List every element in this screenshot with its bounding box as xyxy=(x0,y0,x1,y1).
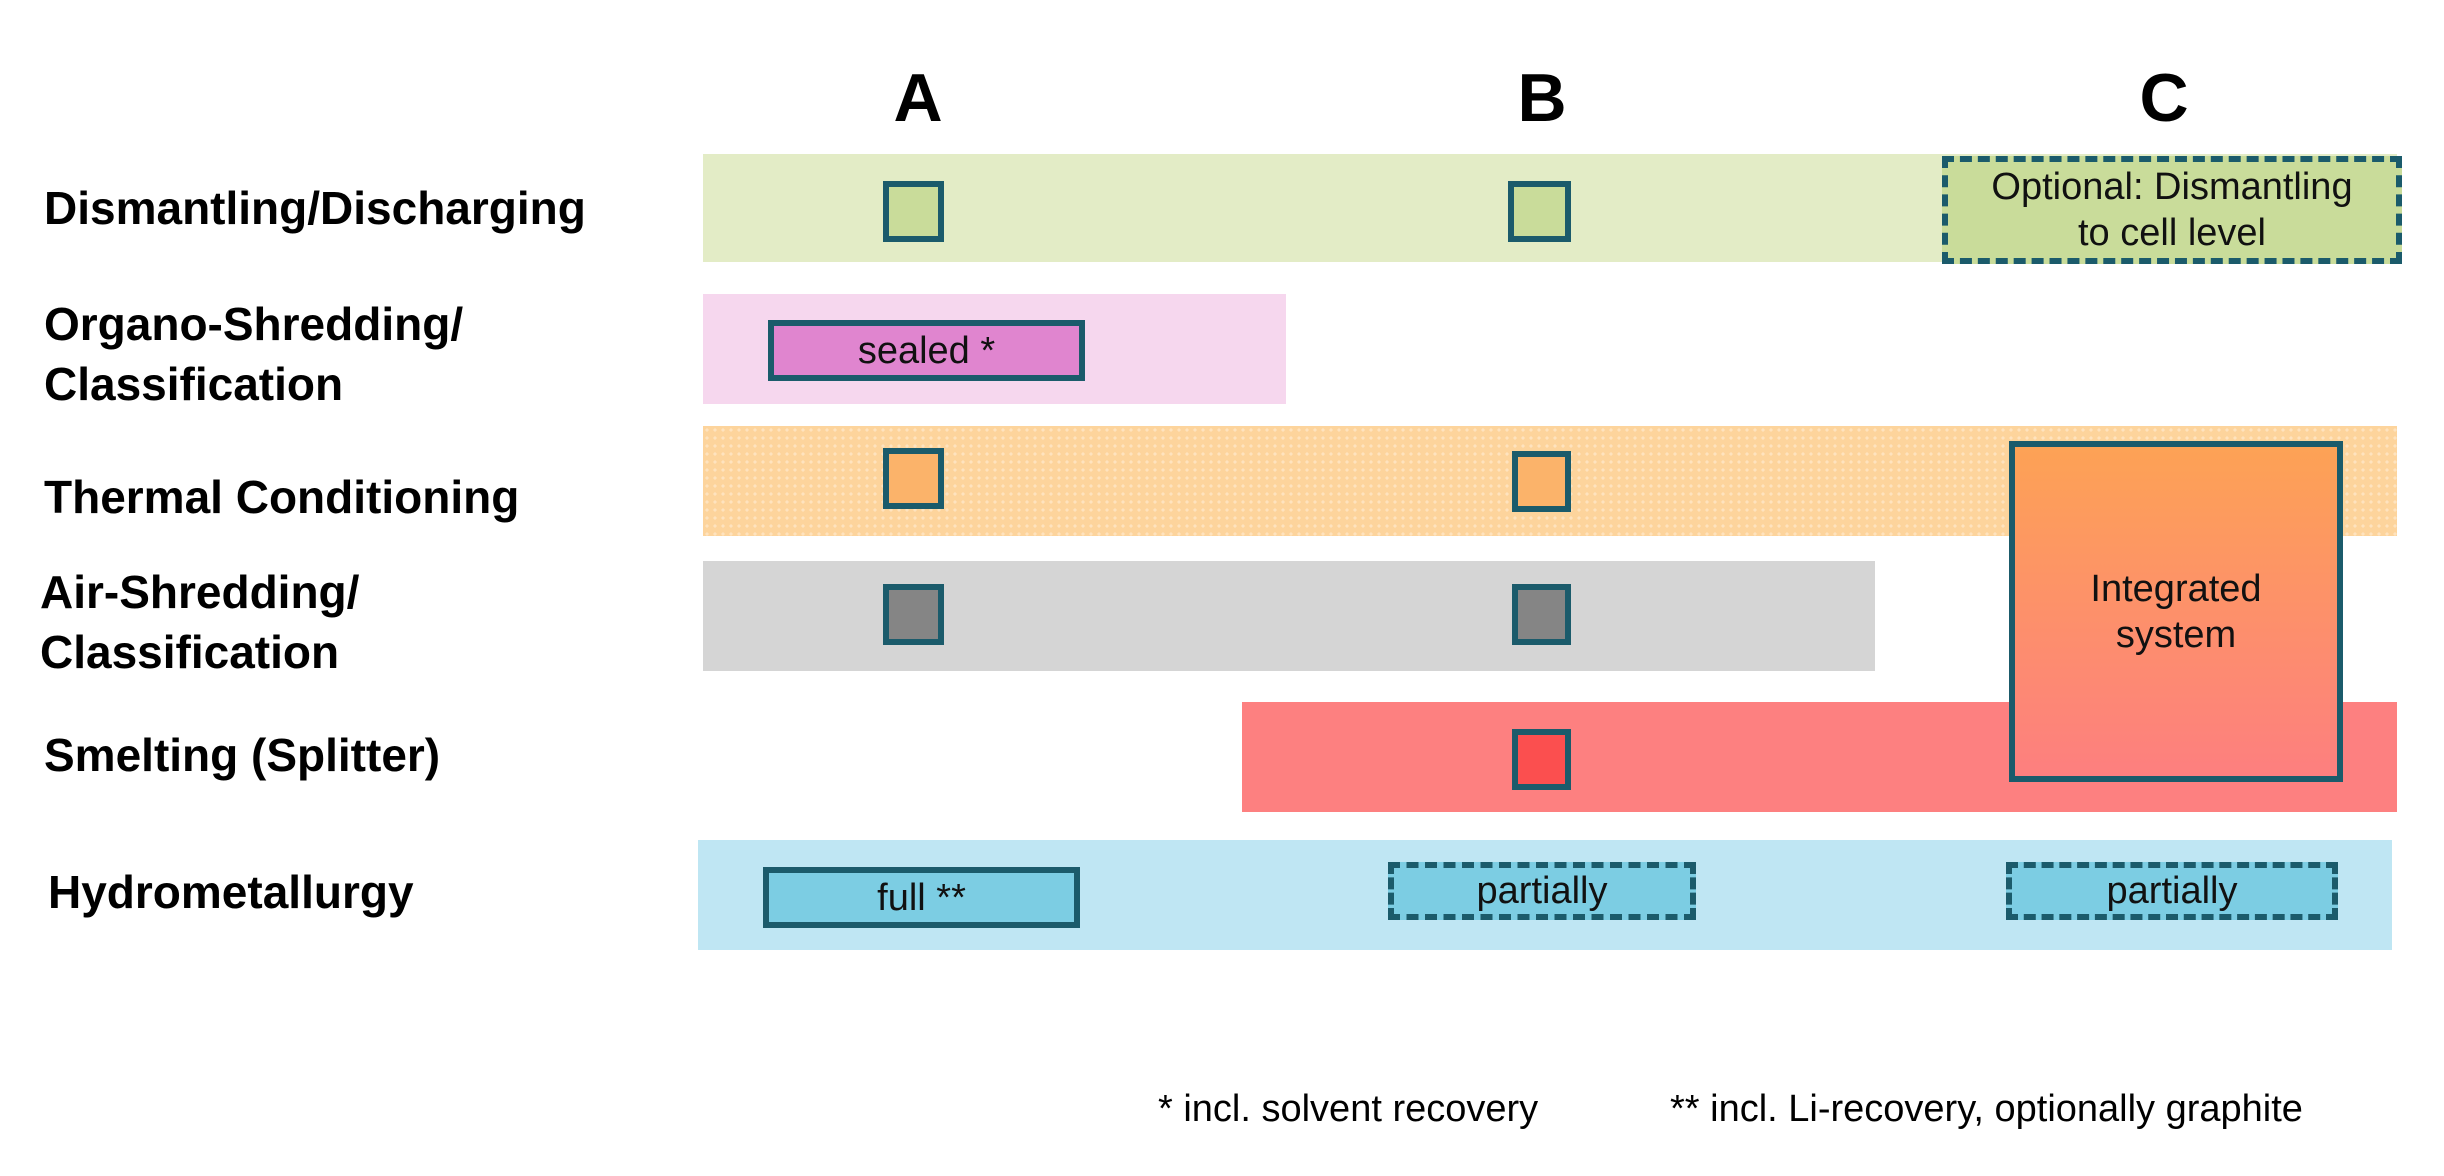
box-optional-dismantling: Optional: Dismantling to cell level xyxy=(1942,156,2402,264)
optional-dismantling-line1: Optional: Dismantling xyxy=(1991,166,2353,208)
row-label-thermal-text: Thermal Conditioning xyxy=(44,471,520,523)
footnote-double-star: ** incl. Li-recovery, optionally graphit… xyxy=(1670,1088,2303,1130)
optional-dismantling-line2: to cell level xyxy=(2078,212,2266,254)
row-label-organo-line2: Classification xyxy=(44,358,344,410)
band-air-shredding xyxy=(703,561,1875,671)
row-label-air-shredding: Air-Shredding/ Classification xyxy=(40,562,359,682)
row-label-smelting-text: Smelting (Splitter) xyxy=(44,729,441,781)
row-label-organo-line1: Organo-Shredding/ xyxy=(44,298,464,350)
marker-dismantling-b xyxy=(1508,181,1571,242)
box-hydro-full: full ** xyxy=(763,867,1080,928)
marker-thermal-a xyxy=(883,448,944,509)
integrated-system-line2: system xyxy=(2115,613,2237,656)
box-hydro-partial-b: partially xyxy=(1388,862,1696,920)
row-label-dismantling-text: Dismantling/Discharging xyxy=(44,182,586,234)
row-label-hydrometallurgy: Hydrometallurgy xyxy=(48,862,414,922)
footnote-single-star: * incl. solvent recovery xyxy=(1158,1088,1539,1130)
sealed-label: sealed * xyxy=(857,329,996,372)
row-label-air-line2: Classification xyxy=(40,626,340,678)
row-label-air-line1: Air-Shredding/ xyxy=(40,566,360,618)
row-label-hydro-text: Hydrometallurgy xyxy=(48,866,414,918)
marker-thermal-b xyxy=(1512,451,1571,512)
row-label-thermal: Thermal Conditioning xyxy=(44,467,519,527)
marker-smelting-b xyxy=(1512,729,1571,790)
marker-air-a xyxy=(883,584,944,645)
hydro-partial-c-label: partially xyxy=(2106,870,2238,912)
marker-air-b xyxy=(1512,584,1571,645)
box-hydro-partial-c: partially xyxy=(2006,862,2338,920)
column-header-a: A xyxy=(893,60,943,136)
row-label-smelting: Smelting (Splitter) xyxy=(44,725,440,785)
marker-dismantling-a xyxy=(883,181,944,242)
row-label-organo-shredding: Organo-Shredding/ Classification xyxy=(44,294,463,414)
integrated-system-line1: Integrated xyxy=(2090,567,2262,610)
hydro-partial-b-label: partially xyxy=(1476,870,1608,912)
hydro-full-label: full ** xyxy=(877,876,966,919)
column-header-c: C xyxy=(2139,60,2189,136)
row-label-dismantling: Dismantling/Discharging xyxy=(44,178,586,238)
column-header-b: B xyxy=(1517,60,1567,136)
box-sealed: sealed * xyxy=(768,320,1085,381)
box-integrated-system: Integrated system xyxy=(2009,441,2343,782)
